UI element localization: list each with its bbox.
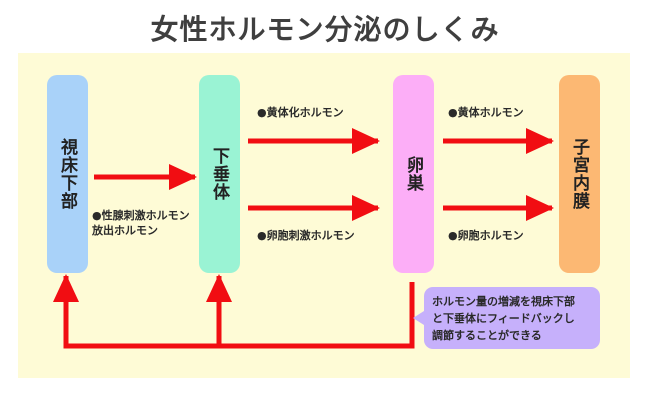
label-gnrh: ●性腺刺激ホルモン 放出ホルモン — [92, 208, 190, 238]
node-pituitary: 下垂体 — [199, 75, 240, 273]
feedback-note-line1: ホルモン量の増減を視床下部 — [432, 295, 575, 308]
label-gnrh-line1: ●性腺刺激ホルモン — [92, 209, 190, 222]
label-lh: ●黄体化ホルモン — [257, 106, 344, 119]
feedback-loop-line — [63, 278, 415, 349]
node-ovary: 卵巣 — [393, 75, 434, 273]
note-pointer — [413, 311, 424, 325]
label-gnrh-line2: 放出ホルモン — [92, 224, 158, 237]
node-uterus: 子宮内膜 — [559, 75, 600, 273]
diagram-title: 女性ホルモン分泌のしくみ — [150, 13, 500, 46]
label-progesterone: ●黄体ホルモン — [448, 106, 524, 119]
feedback-note-line3: 調節することができる — [432, 329, 542, 342]
feedback-note: ホルモン量の増減を視床下部 と下垂体にフィードバックし 調節することができる — [424, 287, 600, 349]
node-hypothalamus: 視床下部 — [47, 75, 88, 273]
feedback-note-line2: と下垂体にフィードバックし — [432, 312, 575, 325]
label-estrogen: ●卵胞ホルモン — [448, 229, 524, 242]
label-fsh: ●卵胞刺激ホルモン — [257, 229, 355, 242]
